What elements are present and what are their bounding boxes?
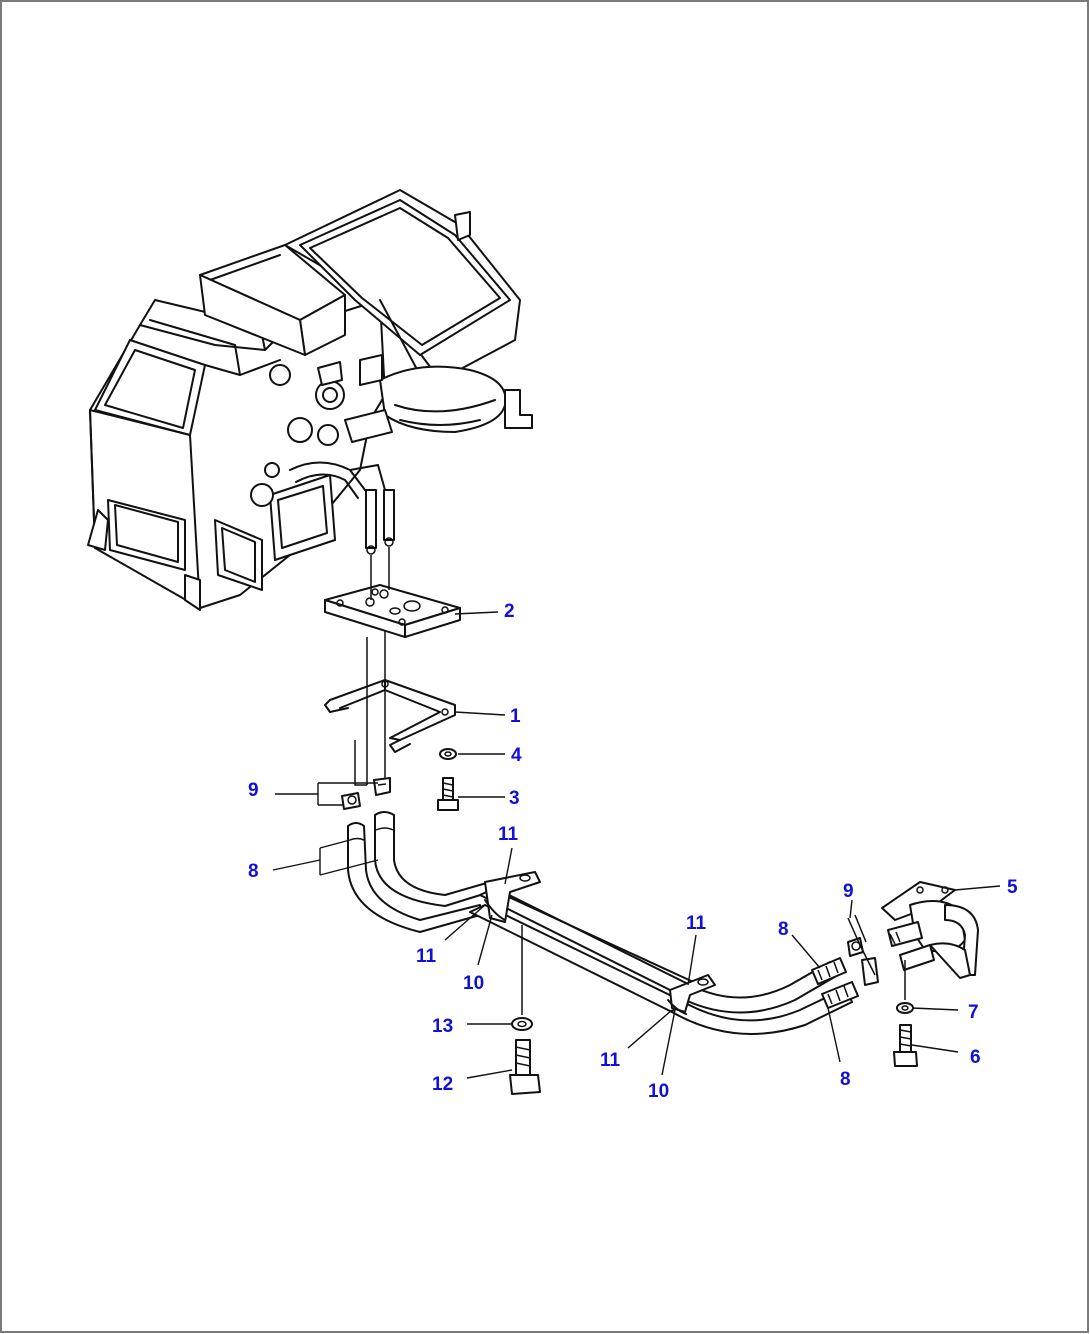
heater-unit xyxy=(87,189,533,611)
callout-11-lower-right: 11 xyxy=(600,1050,621,1071)
callout-7: 7 xyxy=(968,1002,979,1023)
bolt-part-12 xyxy=(509,1039,541,1095)
callout-3: 3 xyxy=(509,788,520,809)
callout-12: 12 xyxy=(432,1074,453,1095)
hose-clamp-part-9-left xyxy=(341,777,391,810)
callout-1: 1 xyxy=(510,706,521,727)
callout-10-left: 10 xyxy=(463,973,484,994)
callout-11-top-right: 11 xyxy=(686,913,707,934)
valve-part-5 xyxy=(881,881,979,979)
callout-4: 4 xyxy=(511,745,522,766)
washer-part-7 xyxy=(896,1002,914,1014)
callout-8-left: 8 xyxy=(248,861,259,882)
bolt-part-6 xyxy=(893,1024,918,1067)
callout-8-lower-right: 8 xyxy=(840,1069,851,1090)
callout-11-lower-left: 11 xyxy=(416,946,437,967)
callout-5: 5 xyxy=(1007,877,1018,898)
callout-13: 13 xyxy=(432,1016,453,1037)
callout-numbers: 1 2 3 4 5 6 7 8 8 8 9 9 10 10 11 11 11 1… xyxy=(248,601,1018,1102)
callout-9-left: 9 xyxy=(248,780,259,801)
leader-lines xyxy=(272,611,1001,1079)
pipe-clamp-part-10-left xyxy=(484,871,541,923)
pipe-assembly xyxy=(347,811,859,1035)
hose-clamp-part-9-right xyxy=(847,914,879,986)
bracket-part-1 xyxy=(324,679,456,786)
callout-11-top-left: 11 xyxy=(498,824,519,845)
callout-8-upper-right: 8 xyxy=(778,919,789,940)
washer-part-4 xyxy=(439,748,457,760)
pipe-clamp-part-10-right xyxy=(667,974,716,1015)
callout-2: 2 xyxy=(504,601,515,622)
bolt-part-3 xyxy=(437,777,459,811)
plate-part-2 xyxy=(324,584,461,638)
callout-6: 6 xyxy=(970,1047,981,1068)
callout-9-right: 9 xyxy=(843,881,854,902)
washer-part-13 xyxy=(511,1017,533,1031)
callout-10-right: 10 xyxy=(648,1081,669,1102)
